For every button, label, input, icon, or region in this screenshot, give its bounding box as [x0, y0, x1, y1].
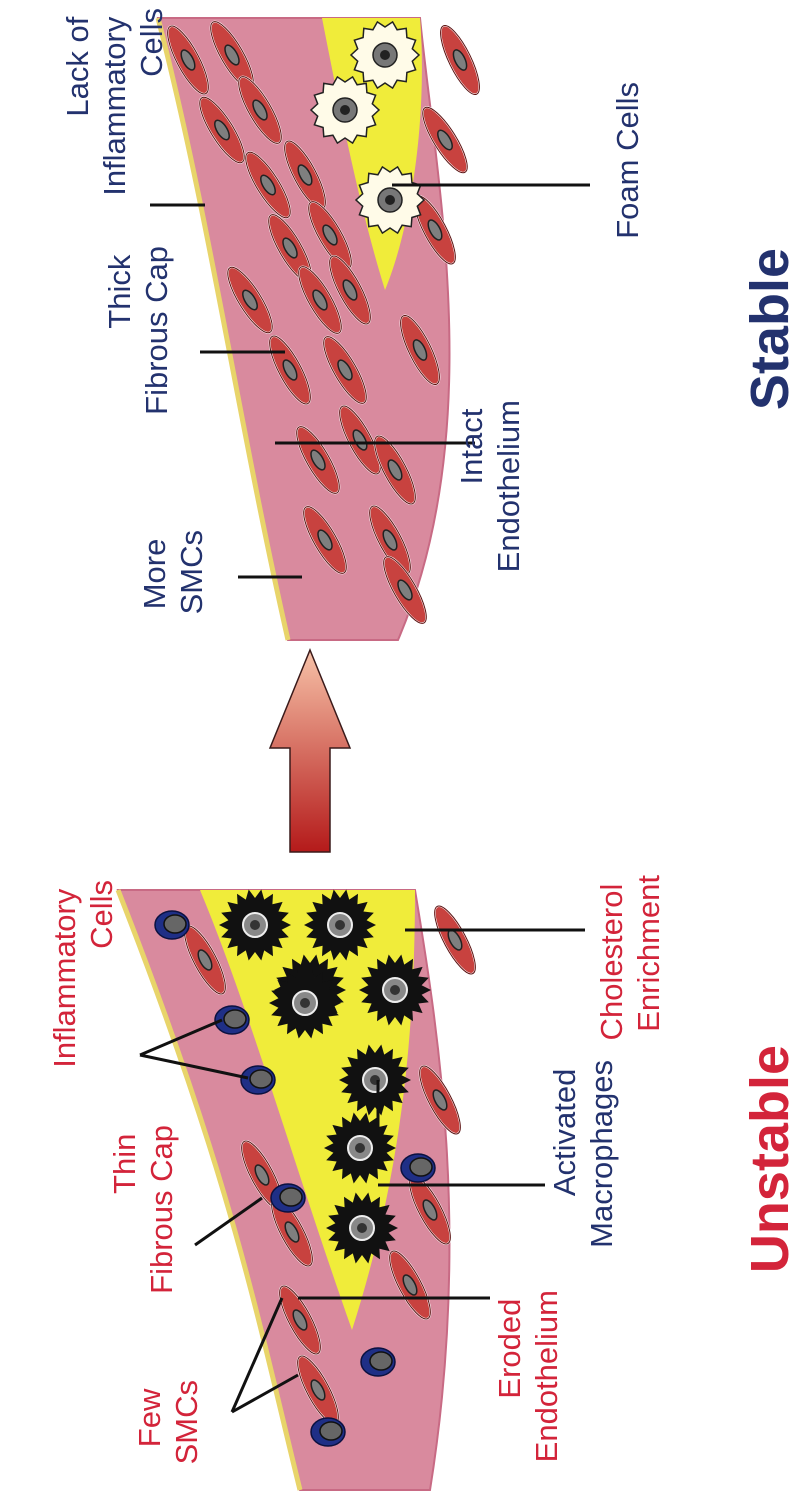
title-stable: Stable	[740, 248, 798, 410]
inflammatory-cell-icon	[155, 911, 189, 939]
label-thin-fibrous-cap: Thin Fibrous Cap	[107, 1125, 179, 1294]
inflammatory-cell-icon	[241, 1066, 275, 1094]
label-activated-macrophages: Activated Macrophages	[547, 1060, 619, 1248]
label-few-smcs: Few SMCs	[132, 1380, 204, 1464]
label-lack-of-inflammatory-cells: Lack of Inflammatory Cells	[60, 8, 169, 196]
label-cholesterol-enrichment: Cholesterol Enrichment	[594, 875, 666, 1041]
label-thick-fibrous-cap: Thick Fibrous Cap	[102, 246, 174, 415]
inflammatory-cell-icon	[401, 1154, 435, 1182]
smooth-muscle-cell-icon	[433, 21, 486, 99]
inflammatory-cell-icon	[361, 1348, 395, 1376]
transition-arrow	[270, 650, 350, 852]
label-more-smcs: More SMCs	[137, 530, 209, 614]
label-inflammatory-cells: Inflammatory Cells	[47, 880, 119, 1068]
inflammatory-cell-icon	[271, 1184, 305, 1212]
inflammatory-cell-icon	[311, 1418, 345, 1446]
label-foam-cells: Foam Cells	[610, 82, 645, 239]
title-unstable: Unstable	[740, 1045, 798, 1273]
label-eroded-endothelium: Eroded Endothelium	[492, 1290, 564, 1462]
smooth-muscle-cell-icon	[427, 901, 482, 978]
label-intact-endothelium: Intact Endothelium	[454, 400, 526, 572]
